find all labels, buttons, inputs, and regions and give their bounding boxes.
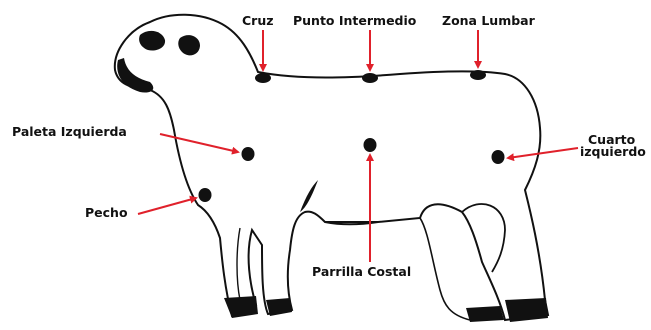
label-cuarto-izquierdo: Cuarto izquierdo <box>580 132 646 159</box>
face-dark-patch <box>117 58 154 93</box>
marker-cruz <box>255 73 271 83</box>
marker-cuarto-izquierdo <box>491 150 505 164</box>
arrow-pecho <box>137 195 198 215</box>
label-punto-intermedio: Punto Intermedio <box>293 13 417 28</box>
arrow-cuarto-izquierdo <box>506 147 579 162</box>
label-parrilla-costal: Parrilla Costal <box>312 264 412 279</box>
chest-shadow <box>300 180 318 212</box>
arrow-paleta-izquierda <box>159 133 240 155</box>
label-cuarto-izquierdo-line1: Cuarto <box>588 132 636 147</box>
label-paleta-izquierda: Paleta Izquierda <box>12 124 127 139</box>
front-leg-contour <box>236 227 241 301</box>
hoof-front-left <box>224 296 258 318</box>
eye-dark-patch <box>139 30 166 51</box>
marker-zona-lumbar <box>470 70 486 80</box>
hoof-front-right <box>266 298 292 316</box>
sheep-body-outline <box>113 13 550 322</box>
tail-shape <box>461 203 506 273</box>
marker-paleta-izquierda <box>241 147 255 161</box>
hoof-rear-left <box>466 306 504 322</box>
ear-dark-patch <box>178 35 200 56</box>
label-zona-lumbar: Zona Lumbar <box>442 13 535 28</box>
label-cruz: Cruz <box>242 13 274 28</box>
hoof-rear-right <box>505 298 548 322</box>
belly-line <box>324 221 379 226</box>
label-cuarto-izquierdo-line2: izquierdo <box>580 144 646 159</box>
label-pecho: Pecho <box>85 205 128 220</box>
marker-punto-intermedio <box>362 73 378 83</box>
rear-leg-contour <box>419 217 471 321</box>
marker-pecho <box>198 188 212 202</box>
marker-parrilla-costal <box>363 138 377 152</box>
